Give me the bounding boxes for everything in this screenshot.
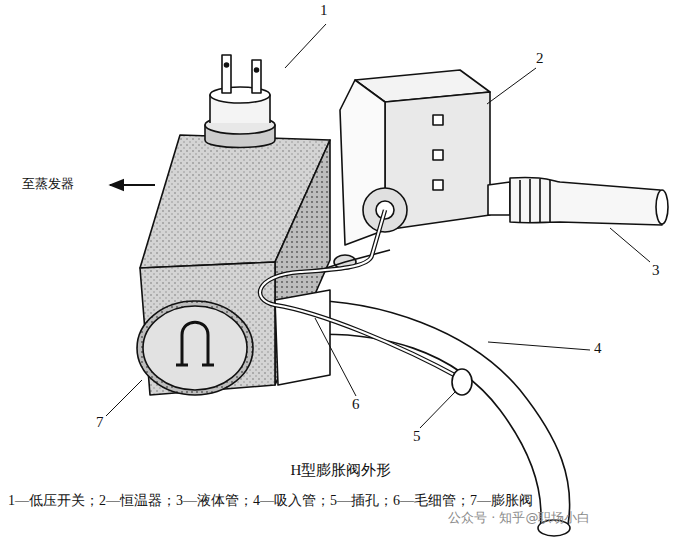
- figure-caption: H型膨胀阀外形: [291, 462, 392, 479]
- callout-number: 2: [536, 50, 544, 67]
- callout-number: 1: [320, 2, 328, 19]
- direction-label: 至蒸发器: [22, 177, 74, 191]
- callout-number: 3: [652, 262, 660, 279]
- callout-number: 4: [594, 340, 602, 357]
- callout-number: 7: [96, 414, 104, 431]
- parts-list: 1—低压开关；2—恒温器；3—液体管；4—吸入管；5—插孔；6—毛细管；7—膨胀…: [8, 493, 533, 508]
- callout-number: 6: [352, 396, 360, 413]
- callout-number: 5: [413, 428, 421, 445]
- watermark: 公众号 · 知乎@职场小白: [448, 511, 590, 525]
